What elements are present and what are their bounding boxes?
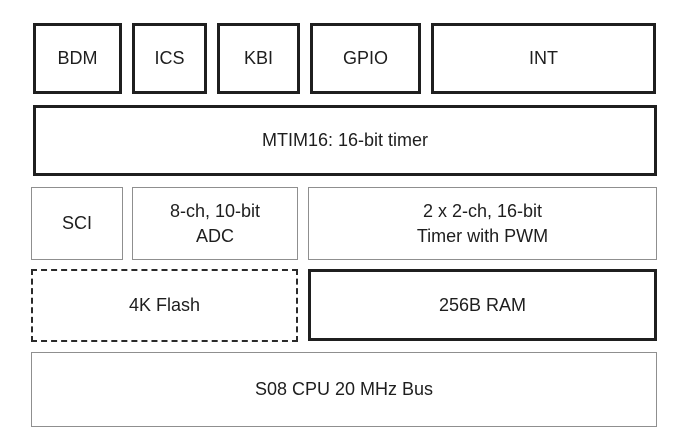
adc-block: 8-ch, 10-bit ADC: [132, 187, 298, 260]
pwm-timer-label-group: 2 x 2-ch, 16-bit Timer with PWM: [417, 199, 548, 249]
mtim16-timer-label: MTIM16: 16-bit timer: [261, 130, 429, 150]
cpu-bus-label: S08 CPU 20 MHz Bus: [254, 379, 434, 399]
ics-label: ICS: [154, 48, 185, 68]
kbi-block: KBI: [217, 23, 300, 94]
pwm-timer-label-line1: 2 x 2-ch, 16-bit: [422, 200, 543, 221]
cpu-bus-block: S08 CPU 20 MHz Bus: [31, 352, 657, 427]
adc-label-group: 8-ch, 10-bit ADC: [170, 199, 260, 249]
adc-label-line2: ADC: [195, 225, 234, 246]
ram-block: 256B RAM: [308, 269, 657, 341]
gpio-block: GPIO: [310, 23, 421, 94]
ram-label: 256B RAM: [438, 294, 527, 315]
sci-block: SCI: [31, 187, 123, 260]
mtim16-timer-block: MTIM16: 16-bit timer: [33, 105, 657, 176]
int-block: INT: [431, 23, 656, 94]
ics-block: ICS: [132, 23, 207, 94]
int-label: INT: [529, 48, 558, 68]
adc-label-line1: 8-ch, 10-bit: [169, 200, 261, 221]
bdm-label: BDM: [57, 48, 98, 68]
bdm-block: BDM: [33, 23, 122, 94]
flash-block: 4K Flash: [31, 269, 298, 342]
kbi-label: KBI: [243, 48, 273, 68]
flash-label: 4K Flash: [128, 295, 201, 315]
gpio-label: GPIO: [342, 48, 388, 68]
pwm-timer-block: 2 x 2-ch, 16-bit Timer with PWM: [308, 187, 657, 260]
pwm-timer-label-line2: Timer with PWM: [416, 225, 549, 246]
sci-label: SCI: [61, 213, 92, 233]
